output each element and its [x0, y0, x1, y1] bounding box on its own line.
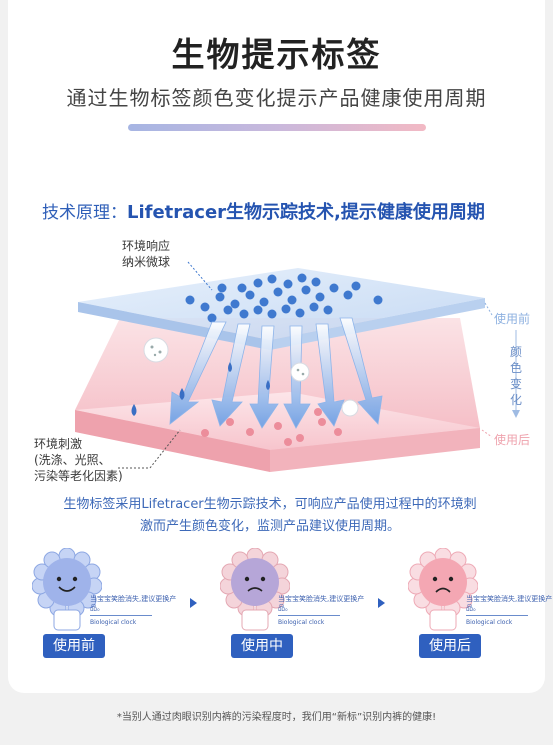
pink-dots: [201, 408, 342, 446]
label-nano-spheres: 环境响应 纳米微球: [122, 239, 171, 269]
stage-note: 当宝宝笑脸消失,建议更换产品。: [466, 595, 553, 612]
stage-note-en: Biological clock: [90, 619, 137, 626]
label-color-change: 颜色变化: [509, 345, 522, 407]
stage-label-during: 使用中: [231, 634, 293, 658]
nano-spheres: [185, 273, 383, 323]
dust-ball-icon: [290, 362, 310, 382]
stage-note: 当宝宝笑脸消失,建议更换产品。: [278, 595, 365, 612]
tech-diagram: [75, 261, 520, 472]
tech-principle: 技术原理：Lifetracer生物示踪技术,提示健康使用周期: [42, 198, 485, 224]
mascot-happy-icon: [32, 548, 102, 631]
stage-arrow-icon: [190, 598, 197, 608]
pink-prism-front: [75, 410, 270, 472]
label-after-use: 使用后: [494, 433, 531, 447]
tech-headline: Lifetracer生物示踪技术,提示健康使用周期: [127, 202, 485, 223]
dust-ball-icon: [143, 337, 169, 363]
leader-line-before: [484, 302, 493, 316]
stage-before: 当宝宝笑脸消失,建议更换产品。 Biological clock 使用前: [18, 548, 178, 660]
footer-note: *当别人通过肉眼识别内裤的污染程度时，我们用“新标”识别内裤的健康!: [116, 712, 437, 723]
stage-note-en: Biological clock: [466, 619, 513, 626]
page-subtitle: 通过生物标签颜色变化提示产品健康使用周期: [66, 86, 487, 110]
tech-prefix: 技术原理：: [42, 203, 127, 223]
dust-ball-icon: [341, 399, 359, 417]
stage-label-before: 使用前: [43, 634, 105, 658]
label-before-use: 使用前: [494, 312, 531, 326]
water-drop-icons: [131, 362, 270, 416]
leader-line-after: [481, 429, 493, 438]
page-title: 生物提示标签: [171, 35, 382, 74]
stage-label-after: 使用后: [419, 634, 481, 658]
stage-note: 当宝宝笑脸消失,建议更换产品。: [90, 595, 177, 612]
mascot-sad-icon: [408, 548, 478, 631]
glass-plate-edge: [78, 302, 270, 350]
pink-prism-right: [270, 428, 480, 472]
stimulus-arrows: [169, 317, 383, 429]
glass-plate: [78, 268, 485, 340]
mascot-neutral-icon: [220, 548, 290, 631]
description: 生物标签采用Lifetracer生物示踪技术，可响应产品使用过程中的环境刺激而产…: [63, 497, 477, 534]
stage-after: 当宝宝笑脸消失,建议更换产品。 Biological clock 使用后: [394, 548, 553, 660]
label-stimulus: 环境刺激 (洗涤、光照、 污染等老化因素): [34, 437, 123, 483]
stage-during: 当宝宝笑脸消失,建议更换产品。 Biological clock 使用中: [206, 548, 366, 660]
gradient-divider: [128, 124, 426, 131]
leader-line-stim: [118, 429, 181, 469]
stage-arrow-icon: [378, 598, 385, 608]
stage-note-en: Biological clock: [278, 619, 325, 626]
